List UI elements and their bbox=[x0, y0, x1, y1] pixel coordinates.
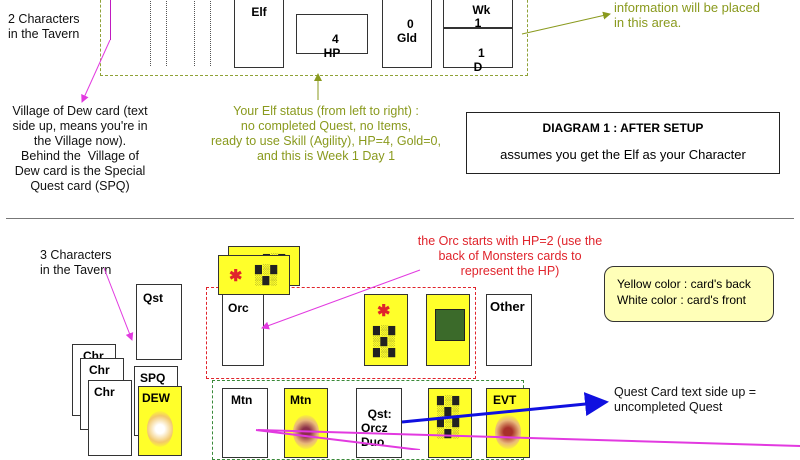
card-elf-label: Elf bbox=[251, 5, 267, 19]
card-orc-label: Orc bbox=[228, 301, 249, 315]
monster-back-card: ✱ ▇░▇░▇░ bbox=[218, 255, 290, 295]
dotted-card-edge bbox=[210, 0, 212, 66]
monster-glyph-icon: ▇░▇░▇░▇░▇ bbox=[373, 325, 397, 357]
dotted-card-edge bbox=[194, 0, 196, 66]
card-day: 1 D bbox=[443, 28, 513, 74]
magenta-line bbox=[110, 0, 111, 40]
card-mtn-label: Mtn bbox=[231, 393, 253, 407]
monster-star-icon: ✱ bbox=[229, 268, 243, 285]
monster-star-icon: ✱ bbox=[377, 303, 391, 320]
top-tavern-label: 2 Characters in the Tavern bbox=[8, 12, 80, 41]
card-week-label: Wk 1 bbox=[472, 3, 491, 30]
card-gold: 0 Gld bbox=[382, 0, 432, 68]
orc-hp-note: the Orc starts with HP=2 (use the back o… bbox=[417, 234, 603, 278]
card-mtn-back: Mtn bbox=[284, 388, 328, 458]
diagram-title: DIAGRAM 1 : AFTER SETUP bbox=[542, 121, 704, 135]
annotation-arrows bbox=[81, 11, 800, 450]
orc-arrow bbox=[261, 269, 421, 330]
bottom-tavern-label: 3 Characters in the Tavern bbox=[40, 248, 112, 277]
card-other: Other bbox=[486, 294, 532, 366]
card-hp-label: 4 HP bbox=[323, 32, 341, 60]
evt-art-icon bbox=[495, 415, 521, 449]
monster-area-box bbox=[206, 287, 476, 379]
legend-white: White color : card's front bbox=[617, 293, 746, 307]
bottom-magenta-line bbox=[257, 429, 800, 447]
tavern-card-stack bbox=[110, 0, 230, 70]
monster-deck-back: ✱ ▇░▇░▇░▇░▇ bbox=[364, 294, 408, 366]
event-glyph-icon: ▇░▇░▇░▇░▇░▇░ bbox=[437, 395, 461, 438]
village-arrow bbox=[81, 39, 111, 103]
card-hp: 4 HP bbox=[296, 14, 368, 60]
card-mtn: Mtn bbox=[222, 388, 268, 458]
card-day-label: 1 D bbox=[473, 46, 485, 74]
item-art-icon bbox=[435, 309, 465, 341]
section-divider bbox=[6, 218, 794, 219]
card-orc: Orc bbox=[222, 294, 264, 366]
dew-art-icon bbox=[147, 411, 173, 447]
card-evt: EVT bbox=[486, 388, 530, 458]
tavern-arrow bbox=[103, 267, 134, 341]
card-dew-label: DEW bbox=[142, 391, 170, 405]
legend-box: Yellow color : card's back White color :… bbox=[604, 266, 774, 322]
village-of-dew-note: Village of Dew card (text side up, means… bbox=[12, 104, 148, 193]
card-gold-label: 0 Gld bbox=[397, 17, 417, 45]
card-elf: Elf bbox=[234, 0, 284, 68]
card-dew: DEW bbox=[138, 386, 182, 456]
info-arrow bbox=[521, 11, 611, 35]
diagram-title-box: DIAGRAM 1 : AFTER SETUP assumes you get … bbox=[466, 112, 780, 174]
event-deck-back: ▇░▇░▇░▇░▇░▇░ bbox=[428, 388, 472, 458]
monster-glyph-icon: ▇░▇░▇░ bbox=[255, 264, 279, 285]
card-week: Wk 1 bbox=[443, 0, 513, 30]
bottom-magenta-line-2 bbox=[255, 429, 421, 450]
card-qst: Qst bbox=[136, 284, 182, 360]
info-area-note: information will be placed in this area. bbox=[614, 0, 760, 30]
card-chr-label: Chr bbox=[89, 363, 110, 377]
quest-card-note: Quest Card text side up = uncompleted Qu… bbox=[614, 385, 757, 414]
card-qst-label: Qst bbox=[143, 291, 164, 305]
card-spq-label: SPQ bbox=[140, 371, 166, 385]
card-mtn-back-label: Mtn bbox=[290, 393, 312, 407]
dotted-card-edge bbox=[166, 0, 168, 66]
item-deck-back bbox=[426, 294, 470, 366]
elf-status-note: Your Elf status (from left to right) : n… bbox=[211, 104, 441, 163]
legend-yellow: Yellow color : card's back bbox=[617, 277, 751, 291]
quest-arrow bbox=[401, 392, 609, 424]
dotted-card-edge bbox=[150, 0, 152, 66]
diagram-subtitle: assumes you get the Elf as your Characte… bbox=[500, 147, 746, 162]
card-evt-label: EVT bbox=[493, 393, 517, 407]
card-chr-label: Chr bbox=[94, 385, 115, 399]
card-other-label: Other bbox=[490, 299, 525, 314]
